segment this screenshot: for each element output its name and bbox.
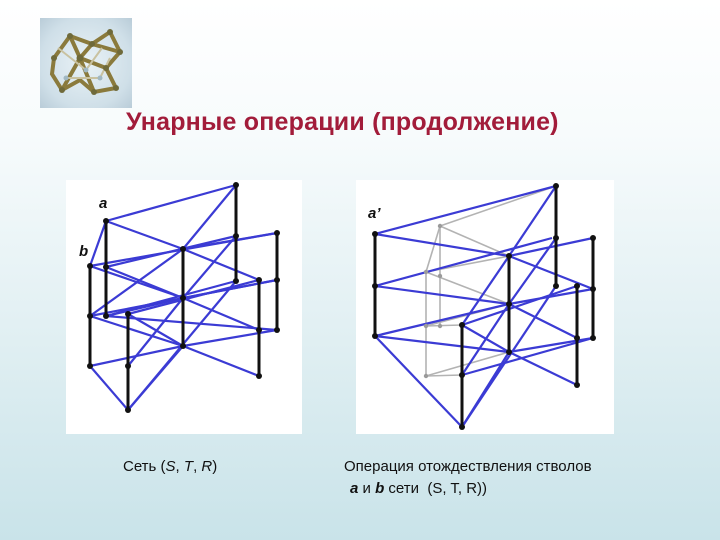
blue-edges [88, 183, 278, 411]
logo-image [40, 18, 132, 108]
caption-right-line2: a и b сети (S, T, R)) [350, 480, 487, 497]
caption-right-tail: сети (S, T, R)) [384, 480, 488, 497]
label-b: b [79, 243, 88, 260]
caption-left: Сеть (S, T, R) [123, 458, 217, 475]
nodes [372, 183, 596, 430]
caption-right-line1: Операция отождествления стволов [344, 458, 592, 475]
gray-nodes [423, 223, 443, 379]
blue-edges [374, 184, 594, 428]
caption-right-mid: и [358, 480, 376, 497]
page-title: Унарные операции (продолжение) [126, 108, 559, 136]
network-graph-left: a b [79, 182, 280, 413]
caption-left-sep2: , [193, 458, 202, 475]
network-diagram-left: a b [66, 180, 302, 434]
molecular-network-icon [49, 29, 123, 95]
label-a: a [99, 195, 107, 212]
caption-left-sep1: , [175, 458, 184, 475]
caption-left-r: R [201, 458, 213, 475]
caption-left-s: S [165, 458, 176, 475]
caption-left-prefix: Сеть ( [123, 458, 166, 475]
label-a-prime: a’ [368, 205, 381, 222]
caption-right-a: a [350, 480, 359, 497]
nodes [87, 182, 280, 413]
caption-left-suffix: ) [212, 458, 218, 475]
network-graph-right: a’ [368, 183, 596, 430]
network-diagram-right: a’ [356, 180, 614, 434]
caption-left-t: T [183, 458, 194, 475]
caption-right-b: b [375, 480, 385, 497]
